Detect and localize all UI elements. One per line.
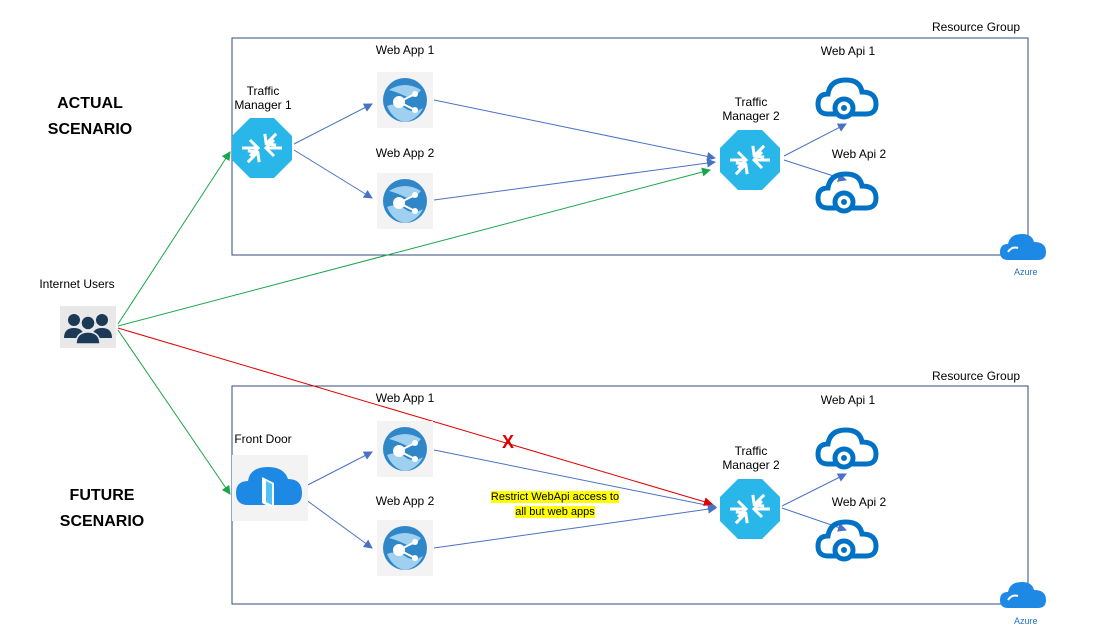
edge-users-tm2-blocked <box>117 327 713 507</box>
azure-icon <box>999 581 1047 609</box>
tm2-bottom-label-line1: Traffic <box>734 444 768 458</box>
edge-webapp1-tm2 <box>433 99 716 161</box>
edge-webapp1b-tm2b <box>433 449 717 510</box>
note-line2: all but web apps <box>515 506 595 518</box>
traffic-manager-icon <box>718 128 782 192</box>
users-icon <box>59 305 117 349</box>
future-scenario-title: FUTURE SCENARIO <box>32 483 172 535</box>
edge-frontdoor-webapp1 <box>297 451 373 491</box>
web-api-2-bottom-label: Web Api 2 <box>831 495 887 509</box>
web-app-icon <box>376 71 434 129</box>
edge-tm1-webapp2 <box>293 149 373 199</box>
web-api-2-top-label: Web Api 2 <box>831 147 887 161</box>
web-api-icon <box>818 174 876 211</box>
edge-tm2-webapi1 <box>783 123 847 157</box>
traffic-manager-icon <box>718 477 782 541</box>
resource-group-top <box>231 37 1029 256</box>
note-line1: Restrict WebApi access to <box>490 491 620 503</box>
traffic-manager-2-top-label: Traffic Manager 2 <box>706 95 796 123</box>
edge-frontdoor-webapp2 <box>297 493 373 549</box>
traffic-manager-2-bottom-label: Traffic Manager 2 <box>706 444 796 472</box>
traffic-manager-1-label: Traffic Manager 1 <box>218 84 308 112</box>
azure-label-bottom: Azure <box>1014 616 1038 626</box>
web-app-1-bottom-label: Web App 1 <box>375 391 435 405</box>
future-scenario-line1: FUTURE <box>69 487 135 504</box>
edge-users-tm2 <box>117 167 711 327</box>
edge-users-tm1 <box>117 151 231 325</box>
edge-webapp2b-tm2b <box>433 504 717 549</box>
tm2-bottom-label-line2: Manager 2 <box>722 458 780 472</box>
azure-label-top: Azure <box>1014 267 1038 277</box>
web-api-icon <box>818 522 876 559</box>
edge-tm2b-webapi1 <box>781 473 847 507</box>
web-api-icon <box>818 430 876 467</box>
edge-tm1-webapp1 <box>293 103 373 145</box>
web-app-2-top-label: Web App 2 <box>375 146 435 160</box>
blocked-x-mark: X <box>502 432 515 452</box>
tm2-top-label-line1: Traffic <box>734 95 768 109</box>
web-app-2-bottom-label: Web App 2 <box>375 494 435 508</box>
web-app-icon <box>376 420 434 478</box>
web-api-icon <box>818 80 876 117</box>
web-app-icon <box>376 519 434 577</box>
tm2-top-label-line2: Manager 2 <box>722 109 780 123</box>
resource-group-top-label: Resource Group <box>932 20 1021 34</box>
actual-scenario-line1: ACTUAL <box>57 95 123 112</box>
web-app-1-top-label: Web App 1 <box>375 43 435 57</box>
tm1-label-line2: Manager 1 <box>234 98 292 112</box>
resource-group-bottom-label: Resource Group <box>932 369 1021 383</box>
edge-tm2b-webapi2 <box>781 507 847 532</box>
edge-webapp2-tm2 <box>433 158 716 201</box>
front-door-label: Front Door <box>234 432 292 446</box>
web-api-1-bottom-label: Web Api 1 <box>820 393 876 407</box>
front-door-icon <box>232 455 308 521</box>
actual-scenario-title: ACTUAL SCENARIO <box>20 91 160 143</box>
actual-scenario-line2: SCENARIO <box>47 121 133 138</box>
restrict-access-note: Restrict WebApi access to all but web ap… <box>470 490 640 520</box>
future-scenario-line2: SCENARIO <box>59 513 145 530</box>
tm1-label-line1: Traffic <box>246 84 280 98</box>
web-app-icon <box>376 172 434 230</box>
traffic-manager-icon <box>230 116 294 180</box>
edge-users-frontdoor <box>117 329 231 495</box>
azure-icon <box>999 233 1047 261</box>
internet-users-label: Internet Users <box>39 277 115 291</box>
web-api-1-top-label: Web Api 1 <box>820 44 876 58</box>
